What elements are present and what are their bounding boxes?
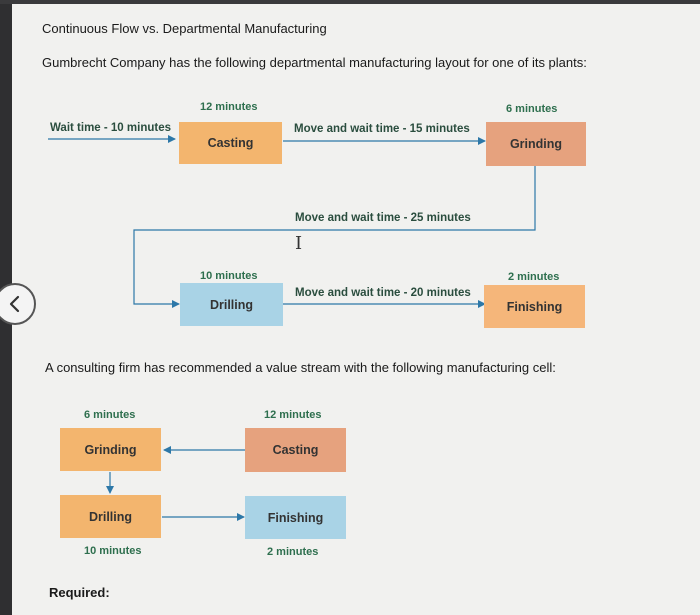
- move-wait-casting-grinding: Move and wait time - 15 minutes: [294, 123, 470, 135]
- casting-label: Casting: [207, 136, 254, 150]
- finishing-box: Finishing: [484, 285, 585, 328]
- text-cursor-icon: I: [295, 233, 303, 254]
- cell-drilling-box: Drilling: [60, 495, 161, 538]
- wait-time-start: Wait time - 10 minutes: [50, 122, 171, 134]
- cell-casting-label: Casting: [272, 443, 319, 457]
- required-label: Required:: [49, 585, 110, 600]
- cell-casting-time: 12 minutes: [264, 409, 322, 421]
- cell-drilling-time: 10 minutes: [84, 545, 142, 557]
- document-page: Continuous Flow vs. Departmental Manufac…: [12, 4, 700, 615]
- cell-finishing-time: 2 minutes: [267, 546, 319, 558]
- cell-grinding-box: Grinding: [60, 428, 161, 471]
- consulting-text: A consulting firm has recommended a valu…: [45, 360, 556, 375]
- cell-grinding-time: 6 minutes: [84, 409, 136, 421]
- finishing-time: 2 minutes: [508, 271, 560, 283]
- chevron-left-icon: [9, 295, 20, 313]
- flow-arrows: [48, 135, 536, 521]
- grinding-label: Grinding: [509, 137, 563, 151]
- drilling-label: Drilling: [209, 297, 254, 312]
- casting-time: 12 minutes: [200, 101, 258, 113]
- move-wait-drilling-finishing: Move and wait time - 20 minutes: [295, 287, 471, 299]
- grinding-box: Grinding: [486, 122, 586, 166]
- cell-finishing-box: Finishing: [245, 496, 346, 539]
- move-wait-grinding-drilling: Move and wait time - 25 minutes: [295, 212, 471, 224]
- casting-box: Casting: [179, 122, 282, 164]
- back-button[interactable]: [0, 283, 36, 325]
- grinding-time: 6 minutes: [506, 103, 558, 115]
- finishing-label: Finishing: [506, 299, 563, 314]
- arrow-grinding-to-drilling: [133, 166, 536, 308]
- page-heading: Continuous Flow vs. Departmental Manufac…: [42, 21, 327, 36]
- intro-text: Gumbrecht Company has the following depa…: [42, 55, 587, 70]
- cell-casting-box: Casting: [245, 428, 346, 472]
- drilling-time: 10 minutes: [200, 270, 258, 282]
- cell-finishing-label: Finishing: [267, 510, 324, 525]
- drilling-box: Drilling: [180, 283, 283, 326]
- cell-grinding-label: Grinding: [84, 442, 137, 457]
- cell-drilling-label: Drilling: [88, 509, 133, 524]
